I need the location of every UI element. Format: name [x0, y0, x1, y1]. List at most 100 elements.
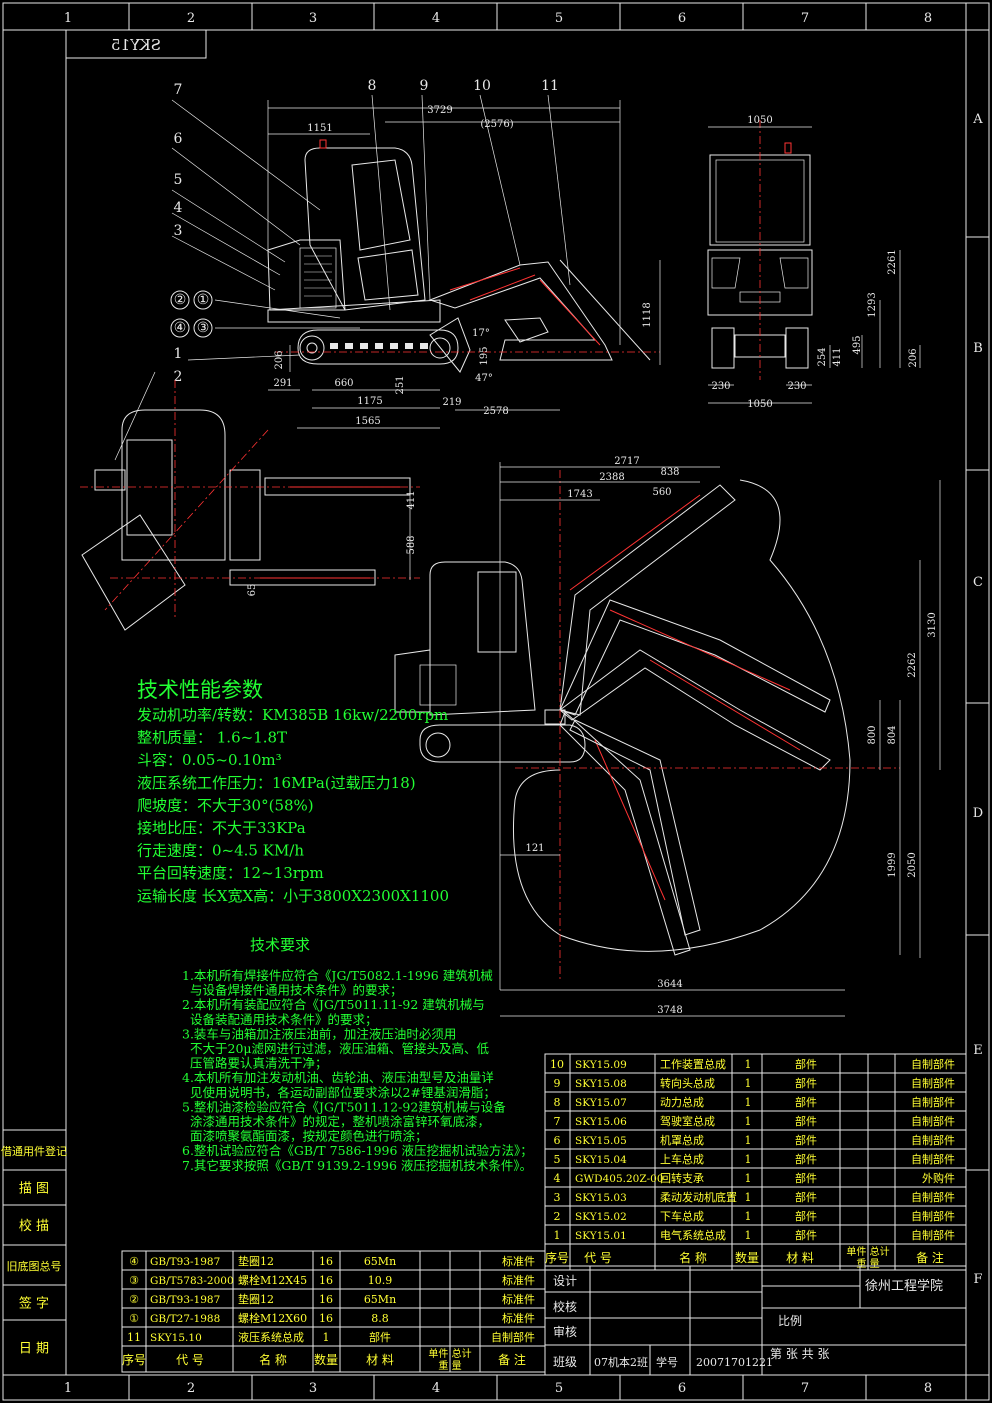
tech-reqs-lines: 1.本机所有焊接件应符合《JG/T5082.1-1996 建筑机械与设备焊接件通…	[182, 968, 533, 1173]
bom-cell: 自制部件	[911, 1076, 955, 1090]
bom-cell: 16	[319, 1274, 333, 1287]
side-dimension: 47°	[475, 373, 493, 384]
front-dimension: 230	[787, 381, 806, 392]
bom-cell: 65Mn	[364, 1255, 396, 1268]
tb-row-check: 校核	[553, 1299, 577, 1314]
balloon-label: 11	[541, 78, 559, 94]
balloon-label: 7	[174, 82, 183, 98]
bom-cell: 垫圈12	[238, 1254, 274, 1268]
tech-param-line: 液压系统工作压力：16MPa(过载压力18)	[137, 774, 416, 792]
bom-cell: 5	[554, 1153, 561, 1166]
balloon-label: ①	[197, 292, 210, 308]
bom-cell: 自制部件	[911, 1209, 955, 1223]
front-dimension: 1050	[747, 399, 772, 410]
bom-cell: 驾驶室总成	[660, 1114, 715, 1128]
bom-cell: 标准件	[502, 1311, 535, 1325]
bom-cell: 7	[554, 1115, 561, 1128]
balloon-label: 1	[174, 346, 183, 362]
bom-cell: SKY15.09	[575, 1059, 627, 1071]
work-dimension: 1743	[567, 489, 592, 500]
border-col-label: 5	[555, 1381, 563, 1396]
bom-cell: 10.9	[368, 1274, 393, 1287]
bom-cell: 1	[745, 1191, 752, 1204]
balloon-label: 2	[174, 369, 183, 385]
bom-header: 名 称	[259, 1352, 287, 1367]
tech-reqs-block: 技术要求 1.本机所有焊接件应符合《JG/T5082.1-1996 建筑机械与设…	[182, 936, 533, 1173]
bom-cell: 1	[323, 1331, 330, 1344]
tech-req-line: 6.整机试验应符合《GB/T 7586-1996 液压挖掘机试验方法》；	[182, 1143, 533, 1158]
tech-req-line: 见使用说明书，各运动副部位要求涂以2#锂基润滑脂；	[190, 1085, 496, 1100]
tech-param-line: 爬坡度：不大于30°(58%)	[137, 796, 314, 814]
work-dimension: 2050	[907, 852, 918, 877]
border-row-label: E	[973, 1043, 983, 1058]
work-dimension: 3130	[927, 612, 938, 637]
bom-cell: 垫圈12	[238, 1292, 274, 1306]
scale-label: 比例	[778, 1314, 802, 1328]
bom-header: 数量	[735, 1250, 759, 1265]
tech-reqs-title: 技术要求	[250, 936, 310, 954]
tech-req-line: 2.本机所有装配应符合《JG/T5011.11-92 建筑机械与	[182, 997, 485, 1012]
tech-req-line: 与设备焊接件通用技术条件》的要求；	[190, 983, 403, 998]
bom-cell: 自制部件	[911, 1095, 955, 1109]
side-dimension: 17°	[472, 328, 490, 339]
bom-cell: SKY15.01	[575, 1230, 627, 1242]
tb-row-design: 设计	[553, 1274, 577, 1288]
front-dimension: 230	[711, 381, 730, 392]
tech-req-line: 面漆喷聚氨酯面漆，按规定颜色进行喷涂；	[190, 1129, 428, 1144]
front-dimension: 2261	[887, 249, 898, 274]
work-dimension: 838	[660, 467, 679, 478]
bom-cell: 16	[319, 1293, 333, 1306]
front-dimension: 206	[908, 348, 919, 367]
bom-cell: 螺栓M12X60	[238, 1311, 307, 1325]
bom-cell: 标准件	[502, 1273, 535, 1287]
tech-params-block: 技术性能参数 发动机功率/转数：KM385B 16kw/2200rpm整机质量：…	[137, 678, 449, 905]
student-no-label: 学号	[656, 1355, 678, 1369]
tech-param-line: 发动机功率/转数：KM385B 16kw/2200rpm	[137, 706, 448, 724]
stamp-label: 旧底图总号	[7, 1259, 62, 1273]
bom-cell: GB/T93-1987	[150, 1294, 220, 1306]
bom-cell: 自制部件	[911, 1133, 955, 1147]
bom-cell: GB/T27-1988	[150, 1313, 220, 1325]
bom-cell: 4	[554, 1172, 561, 1185]
title-block: 徐州工程学院 比例 第 张 共 张 设计 校核 审核 班级 07机本2班 学号 …	[544, 1265, 967, 1376]
work-dimension: 2262	[907, 652, 918, 677]
bom-cell: 8.8	[371, 1312, 389, 1325]
bom-cell: SKY15.08	[575, 1078, 627, 1090]
bom-cell: 部件	[795, 1057, 817, 1071]
bom-cell: 11	[127, 1331, 141, 1344]
front-dim-lines	[708, 126, 921, 404]
stamp-label: 校 描	[19, 1218, 49, 1234]
side-dimension: 1175	[357, 396, 382, 407]
bom-cell: 动力总成	[660, 1095, 704, 1109]
bom-cell: 1	[745, 1172, 752, 1185]
student-no-value: 20071701221	[696, 1356, 773, 1369]
bom-header: 代 号	[584, 1251, 612, 1265]
side-dimension: 2578	[483, 406, 508, 417]
bom-right-frame	[544, 1053, 967, 1271]
stamp-label: 描 图	[19, 1182, 49, 1197]
bom-cell: ④	[129, 1255, 139, 1268]
bom-cell: 1	[745, 1077, 752, 1090]
top-dimension: 411	[406, 490, 417, 509]
side-dimension: 219	[442, 397, 461, 408]
balloon-label: ④	[174, 320, 187, 336]
bom-cell: 部件	[795, 1171, 817, 1185]
tech-req-line: 设备装配通用技术条件》的要求；	[190, 1012, 378, 1027]
tech-req-line: 涂漆通用技术条件》的规定，整机喷涂富锌环氧底漆，	[190, 1114, 490, 1129]
bom-header: 备 注	[916, 1250, 944, 1265]
bom-cell: 螺栓M12X45	[238, 1273, 307, 1287]
side-dim-lines	[267, 100, 661, 429]
stamp-label: 签 字	[19, 1296, 49, 1312]
border-col-label: 2	[187, 1381, 195, 1396]
bom-cell: 16	[319, 1255, 333, 1268]
bom-cell: 自制部件	[491, 1330, 535, 1344]
bom-cell: 机罩总成	[660, 1133, 704, 1147]
balloon-label: 10	[473, 78, 491, 94]
tb-row-review: 审核	[553, 1324, 577, 1339]
bom-header: 重 量	[438, 1359, 461, 1372]
